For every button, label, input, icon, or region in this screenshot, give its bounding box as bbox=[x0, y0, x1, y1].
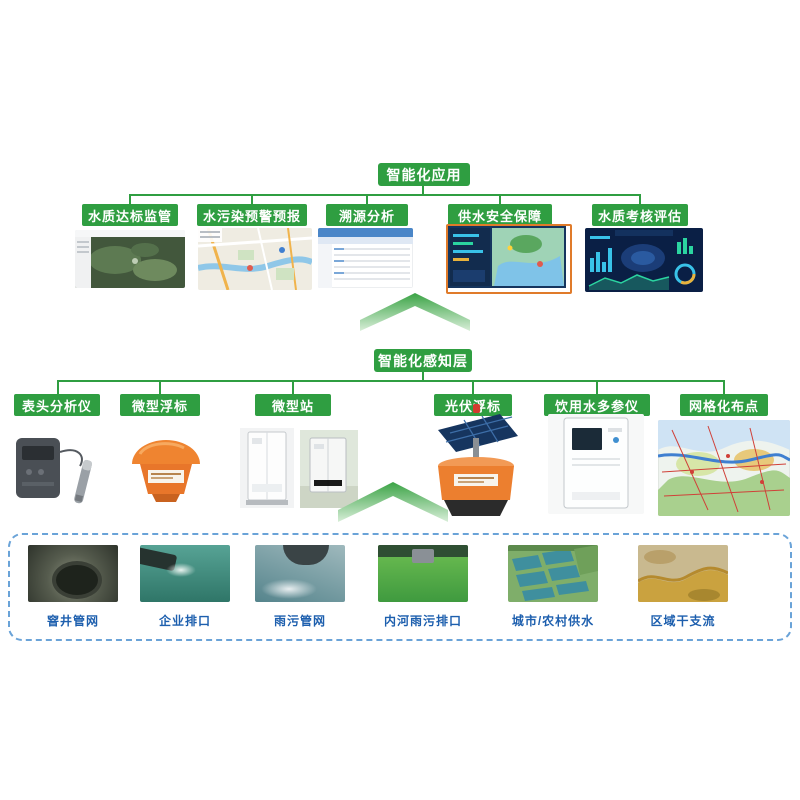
sense-item-label-drinking-multiparameter: 饮用水多参仪 bbox=[544, 394, 650, 416]
connector-line bbox=[639, 196, 641, 204]
source-layer-panel bbox=[8, 533, 792, 641]
image-drinking-water-multiparameter bbox=[548, 414, 644, 514]
photo-river-outlet bbox=[378, 545, 468, 602]
connector-line bbox=[129, 196, 131, 204]
connector-line bbox=[472, 382, 474, 394]
app-item-label-trace: 溯源分析 bbox=[326, 204, 408, 226]
sense-item-label-analyzer: 表头分析仪 bbox=[14, 394, 100, 416]
connector-line bbox=[57, 380, 725, 382]
screenshot-quality-assessment-dashboard bbox=[585, 228, 703, 292]
water-foam bbox=[166, 563, 196, 577]
screenshot-trace-analysis-table bbox=[318, 228, 413, 288]
sense-item-label-solar-buoy: 光伏浮标 bbox=[434, 394, 512, 416]
image-micro-station-cabinets bbox=[240, 424, 358, 512]
screenshot-water-quality-supervision bbox=[75, 230, 185, 288]
connector-line bbox=[366, 196, 368, 204]
source-item-label-river-outlet: 内河雨污排口 bbox=[383, 614, 462, 628]
sewer-pipe bbox=[283, 545, 329, 565]
screenshot-pollution-forecast-map bbox=[198, 228, 312, 290]
water-foam bbox=[261, 579, 317, 599]
connector-line bbox=[251, 196, 253, 204]
connector-line bbox=[57, 382, 59, 394]
manhole-opening bbox=[52, 561, 102, 599]
connector-line bbox=[723, 382, 725, 394]
connector-line bbox=[422, 372, 424, 381]
app-item-label-supervision: 水质达标监管 bbox=[82, 204, 178, 226]
up-arrow-icon bbox=[360, 293, 470, 331]
photo-regional-rivers bbox=[638, 545, 728, 602]
photo-manhole-network bbox=[28, 545, 118, 602]
connector-line bbox=[596, 382, 598, 394]
sense-layer-header: 智能化感知层 bbox=[374, 349, 472, 372]
photo-enterprise-outlet bbox=[140, 545, 230, 602]
sense-item-label-grid-layout: 网格化布点 bbox=[680, 394, 768, 416]
app-item-label-supply: 供水安全保障 bbox=[448, 204, 552, 226]
app-item-label-warning: 水污染预警预报 bbox=[197, 204, 307, 226]
screenshot-supply-safety-dashboard bbox=[446, 224, 572, 294]
connector-line bbox=[159, 382, 161, 394]
up-arrow-icon bbox=[338, 482, 448, 522]
source-item-label-rain-sewage: 雨污管网 bbox=[273, 614, 326, 628]
sense-item-label-micro-station: 微型站 bbox=[255, 394, 331, 416]
image-probe-analyzer bbox=[12, 424, 108, 512]
connector-line bbox=[292, 382, 294, 394]
image-grid-layout-map bbox=[658, 420, 790, 516]
source-item-label-manhole: 窨井管网 bbox=[46, 614, 99, 628]
app-layer-header: 智能化应用 bbox=[378, 163, 470, 186]
connector-line bbox=[422, 186, 424, 196]
photo-urban-rural-water-supply bbox=[508, 545, 598, 602]
connector-line bbox=[499, 196, 501, 204]
image-micro-buoy bbox=[118, 428, 214, 508]
app-item-label-assessment: 水质考核评估 bbox=[592, 204, 688, 226]
image-solar-buoy bbox=[420, 402, 532, 526]
photo-rain-sewage-network bbox=[255, 545, 345, 602]
source-item-label-water-supply: 城市/农村供水 bbox=[511, 614, 595, 628]
source-item-label-enterprise: 企业排口 bbox=[158, 614, 211, 628]
source-item-label-regional-rivers: 区域干支流 bbox=[650, 614, 716, 628]
sense-item-label-micro-buoy: 微型浮标 bbox=[120, 394, 200, 416]
outfall-structure bbox=[412, 549, 434, 563]
connector-line bbox=[129, 194, 641, 196]
